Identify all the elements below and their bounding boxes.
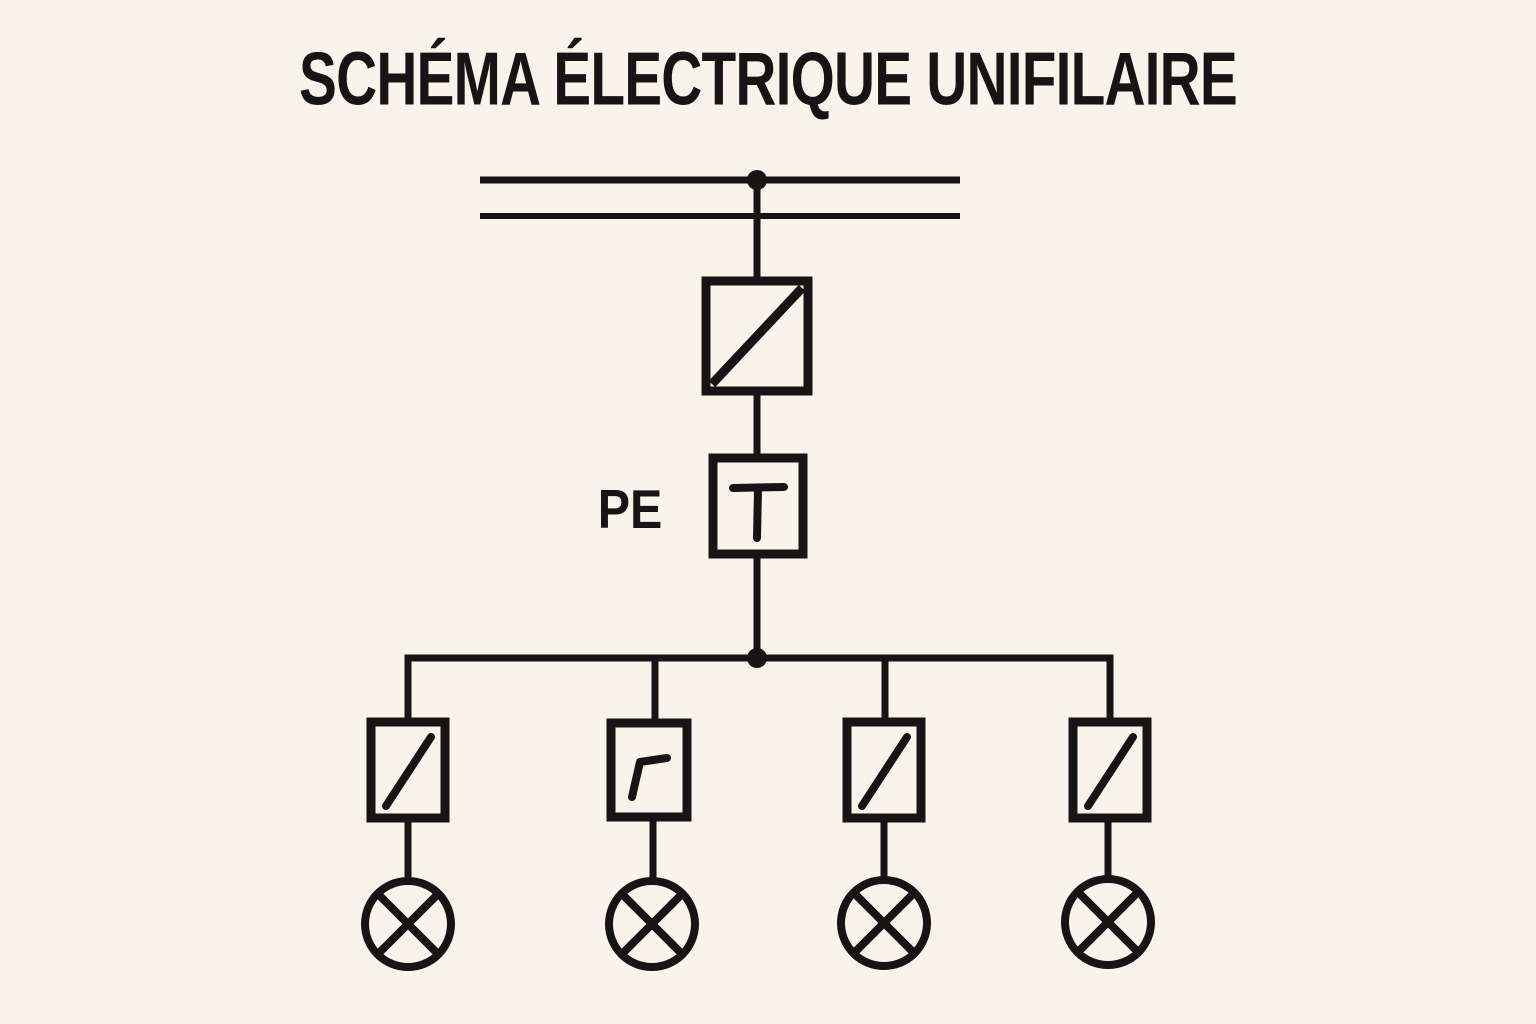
distribution-rail (404, 648, 1114, 724)
pe-label: PE (597, 478, 663, 540)
page-title: SCHÉMA ÉLECTRIQUE UNIFILAIRE (299, 37, 1238, 122)
main-disconnect-icon (701, 276, 813, 396)
branch-3-breaker-icon (842, 717, 926, 823)
branch-4-breaker-icon (1068, 717, 1152, 823)
branch-4-lamp-icon (1061, 875, 1155, 969)
branch-1-breaker-icon (366, 717, 450, 823)
branch-2-lamp-icon (605, 877, 699, 971)
branch-1-lamp-icon (361, 877, 455, 971)
distribution-junction-dot (747, 648, 767, 668)
branch-2-breaker-icon (606, 718, 692, 822)
branch-3-lamp-icon (837, 876, 931, 970)
pe-device-icon (708, 453, 808, 559)
busbar-icon (480, 170, 960, 219)
